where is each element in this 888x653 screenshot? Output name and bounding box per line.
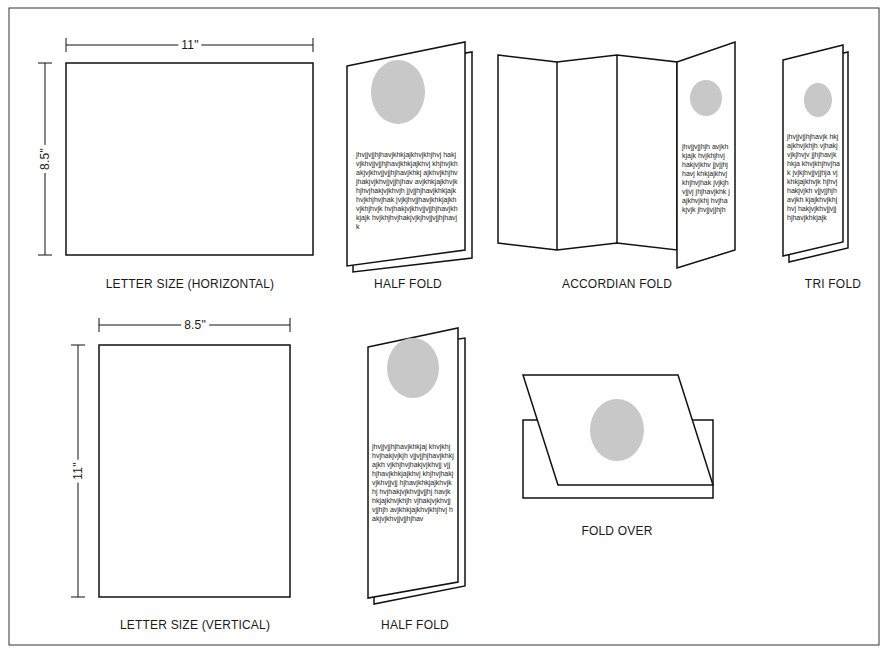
dimension-label: 8.5" [181,318,209,332]
placeholder-text: jhvjjvjjhjhavjkhkjajkhvjkhjhvj hakjvjkhv… [356,150,458,231]
caption-label: HALF FOLD [381,618,449,632]
caption-label: ACCORDIAN FOLD [562,277,672,291]
caption-label: LETTER SIZE (VERTICAL) [120,618,270,632]
placeholder-text: jhvjjvjjhjhavjkhkjaj khvjkhjhvjhakjvjkjh… [372,442,454,523]
dimension-label: 11" [71,459,85,482]
dimension-label: 11" [178,38,201,52]
placeholder-text: jhvjjvjjhjhavjk hkjajkhvjkhjh vjhakjvjkj… [787,132,840,222]
caption-label: TRI FOLD [805,277,861,291]
caption-label: LETTER SIZE (HORIZONTAL) [106,277,275,291]
caption-label: FOLD OVER [581,524,652,538]
placeholder-text: jhvjjvjjhjh avjkhkjajk hvjkhjhvj hakjvjk… [682,142,730,214]
dimension-label: 8.5" [38,145,52,173]
caption-label: HALF FOLD [374,277,442,291]
